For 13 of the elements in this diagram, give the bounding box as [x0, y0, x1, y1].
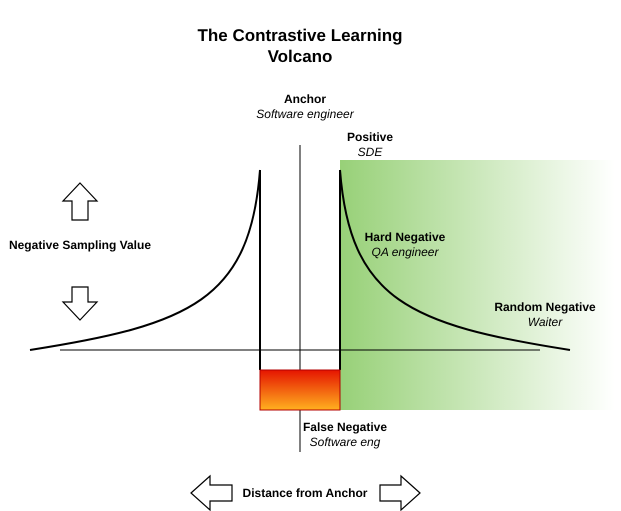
- axis-label: Distance from Anchor: [242, 486, 368, 501]
- term-heading: Random Negative: [494, 300, 596, 315]
- example-text: Waiter: [528, 315, 562, 330]
- example-text: Software engineer: [256, 107, 354, 122]
- example-text: Software eng: [310, 435, 380, 450]
- term-heading: Positive: [346, 130, 394, 145]
- example-text: QA engineer: [372, 245, 438, 260]
- example-text: SDE: [358, 145, 382, 160]
- axis-label: Negative Sampling Value: [8, 238, 152, 253]
- term-heading: Anchor: [284, 92, 326, 107]
- term-heading: False Negative: [302, 420, 388, 435]
- title: The Contrastive Learning Volcano: [196, 25, 404, 67]
- term-heading: Hard Negative: [364, 230, 446, 245]
